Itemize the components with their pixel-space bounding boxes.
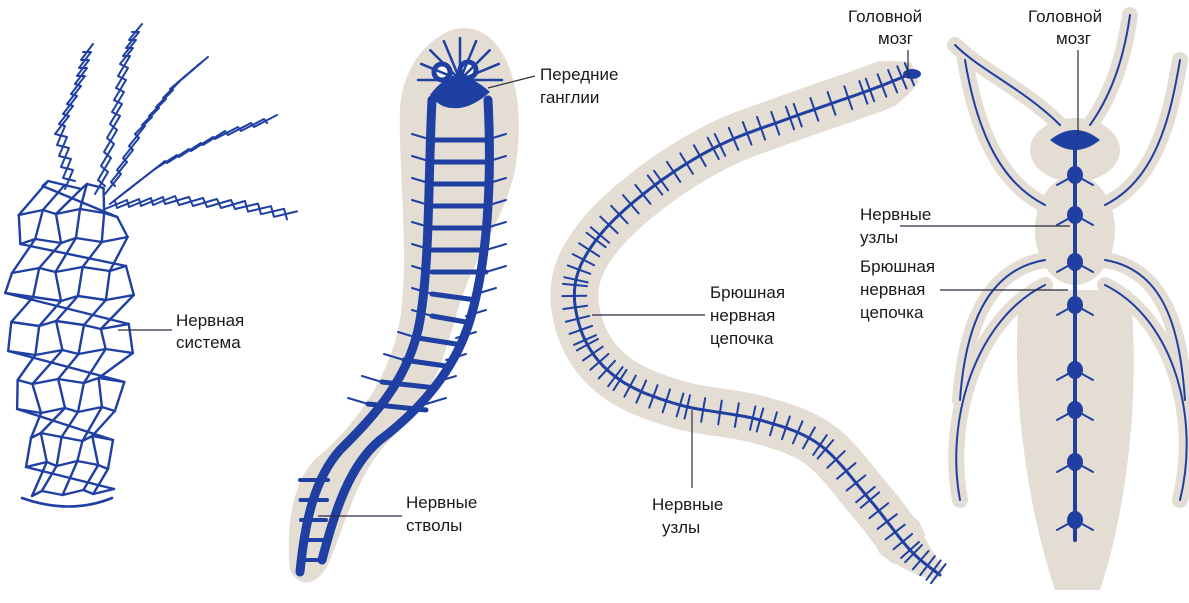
hydra-net-strand — [117, 217, 127, 237]
hydra-tentacles — [55, 24, 297, 219]
hydra-net-strand — [83, 242, 102, 267]
hydra-net-strand — [8, 351, 124, 382]
hydra-net-strand — [55, 272, 61, 301]
hydra-net-strand — [26, 438, 31, 467]
hydra-tentacle-nerve — [55, 44, 93, 181]
annelid-cord-line3: цепочка — [710, 329, 774, 348]
hydra-net-strand — [39, 243, 61, 268]
hydra-tentacle-nerve — [57, 52, 91, 189]
hydra-net-strand — [79, 325, 84, 354]
hydra-net-strand — [43, 181, 104, 189]
insect-cord-line1: Брюшная — [860, 257, 935, 276]
insect-brain-label-a-line1: Головной — [848, 7, 922, 26]
hydra-label-line2: система — [176, 333, 241, 352]
hydra-net-strand — [108, 440, 113, 469]
hydra-net-strand — [58, 379, 65, 408]
hydra-net-strand — [19, 215, 21, 244]
hydra-net-strand — [78, 383, 84, 412]
hydra-net-strand — [92, 411, 115, 436]
hydra-net-strand — [32, 384, 41, 413]
hydra-net-strand — [101, 329, 106, 349]
hydra-label-line1: Нервная — [176, 311, 244, 330]
flatworm-trunks-line2: стволы — [406, 516, 462, 535]
hydra-net-strand — [99, 353, 133, 378]
flatworm-ganglia-line1: Передние — [540, 65, 618, 84]
flatworm-ganglia-line2: ганглии — [540, 88, 599, 107]
hydra-net-strand — [35, 210, 43, 239]
flatworm-side-branch — [348, 398, 368, 404]
annelid-head-ganglion — [903, 69, 921, 79]
hydra-net-strand — [8, 349, 133, 355]
hydra-figure — [5, 24, 297, 507]
hydra-net-strand — [115, 382, 124, 411]
hydra-net-strand — [106, 271, 110, 300]
insect-limb — [1090, 15, 1130, 125]
annelid-nodes-line2: узлы — [662, 518, 700, 537]
hydra-nerve-net — [5, 181, 134, 507]
flatworm-trunks-line1: Нервные — [406, 493, 477, 512]
hydra-net-strand — [20, 244, 126, 266]
hydra-net-strand — [17, 380, 18, 409]
annelid-cord-line2: нервная — [710, 306, 775, 325]
hydra-net-strand — [83, 465, 98, 490]
hydra-net-strand — [92, 436, 98, 465]
hydra-net-strand — [11, 321, 128, 329]
flatworm-figure — [289, 28, 519, 582]
insect-cord-line2: нервная — [860, 280, 925, 299]
hydra-net-strand — [56, 214, 61, 243]
flatworm-side-branch — [486, 266, 506, 272]
insect-brain-label-b-line2: мозг — [1056, 29, 1091, 48]
hydra-tentacle-nerve — [105, 196, 287, 219]
hydra-net-strand — [35, 326, 39, 355]
insect-nodes-line2: узлы — [860, 228, 898, 247]
hydra-net-strand — [11, 297, 33, 322]
hydra-net-strand — [57, 437, 62, 466]
hydra-net-strand — [99, 378, 102, 407]
insect-brain-label-b-line1: Головной — [1028, 7, 1102, 26]
insect-cord-line3: цепочка — [860, 303, 924, 322]
hydra-net-strand — [32, 489, 114, 496]
hydra-net-strand — [102, 213, 104, 242]
insect-nodes-line1: Нервные — [860, 205, 931, 224]
annelid-cord-line1: Брюшная — [710, 283, 785, 302]
hydra-net-strand — [129, 324, 133, 353]
hydra-net-strand — [5, 273, 12, 293]
annelid-nodes-line1: Нервные — [652, 495, 723, 514]
insect-brain-label-a-line2: мозг — [878, 29, 913, 48]
hydra-net-strand — [78, 267, 83, 296]
insect-figure — [955, 15, 1187, 590]
hydra-net-strand — [76, 209, 80, 238]
hydra-net-strand — [126, 266, 134, 295]
hydra-net-strand — [41, 433, 47, 462]
hydra-net-strand — [56, 321, 62, 350]
hydra-net-strand — [8, 322, 11, 351]
hydra-net-strand — [33, 268, 39, 297]
hydra-tentacle-nerve — [110, 119, 267, 204]
hydra-net-strand — [77, 441, 82, 461]
flatworm-side-branch — [362, 376, 382, 382]
hydra-foot — [22, 498, 112, 507]
